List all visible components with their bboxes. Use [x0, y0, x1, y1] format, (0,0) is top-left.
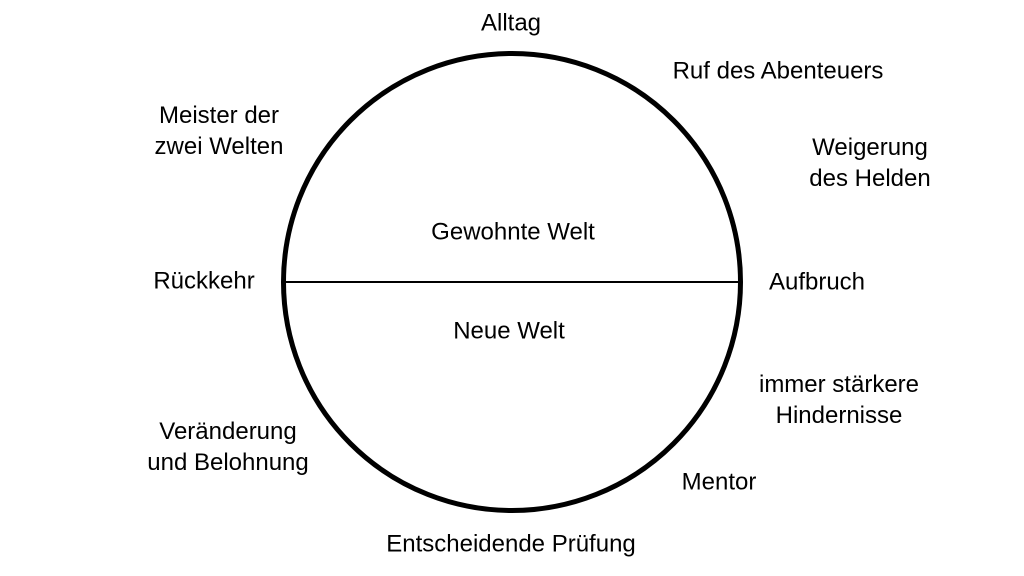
label-alltag: Alltag: [480, 9, 542, 37]
label-ruf-des-abenteuers: Ruf des Abenteuers: [672, 57, 884, 85]
label-mentor: Mentor: [681, 468, 757, 496]
world-divider-line: [285, 281, 740, 283]
label-aufbruch: Aufbruch: [768, 268, 866, 296]
label-rueckkehr: Rückkehr: [153, 267, 255, 295]
label-weigerung-des-helden: Weigerung des Helden: [809, 134, 931, 192]
circle-outline: [281, 51, 743, 513]
label-veraenderung-und-belohnung: Veränderung und Belohnung: [147, 418, 309, 476]
label-gewohnte-welt: Gewohnte Welt: [431, 218, 595, 246]
label-meister-der-zwei-welten: Meister der zwei Welten: [154, 102, 284, 160]
label-immer-staerkere-hindernisse: immer stärkere Hindernisse: [758, 371, 920, 429]
label-entscheidende-pruefung: Entscheidende Prüfung: [386, 530, 636, 558]
label-neue-welt: Neue Welt: [453, 317, 565, 345]
